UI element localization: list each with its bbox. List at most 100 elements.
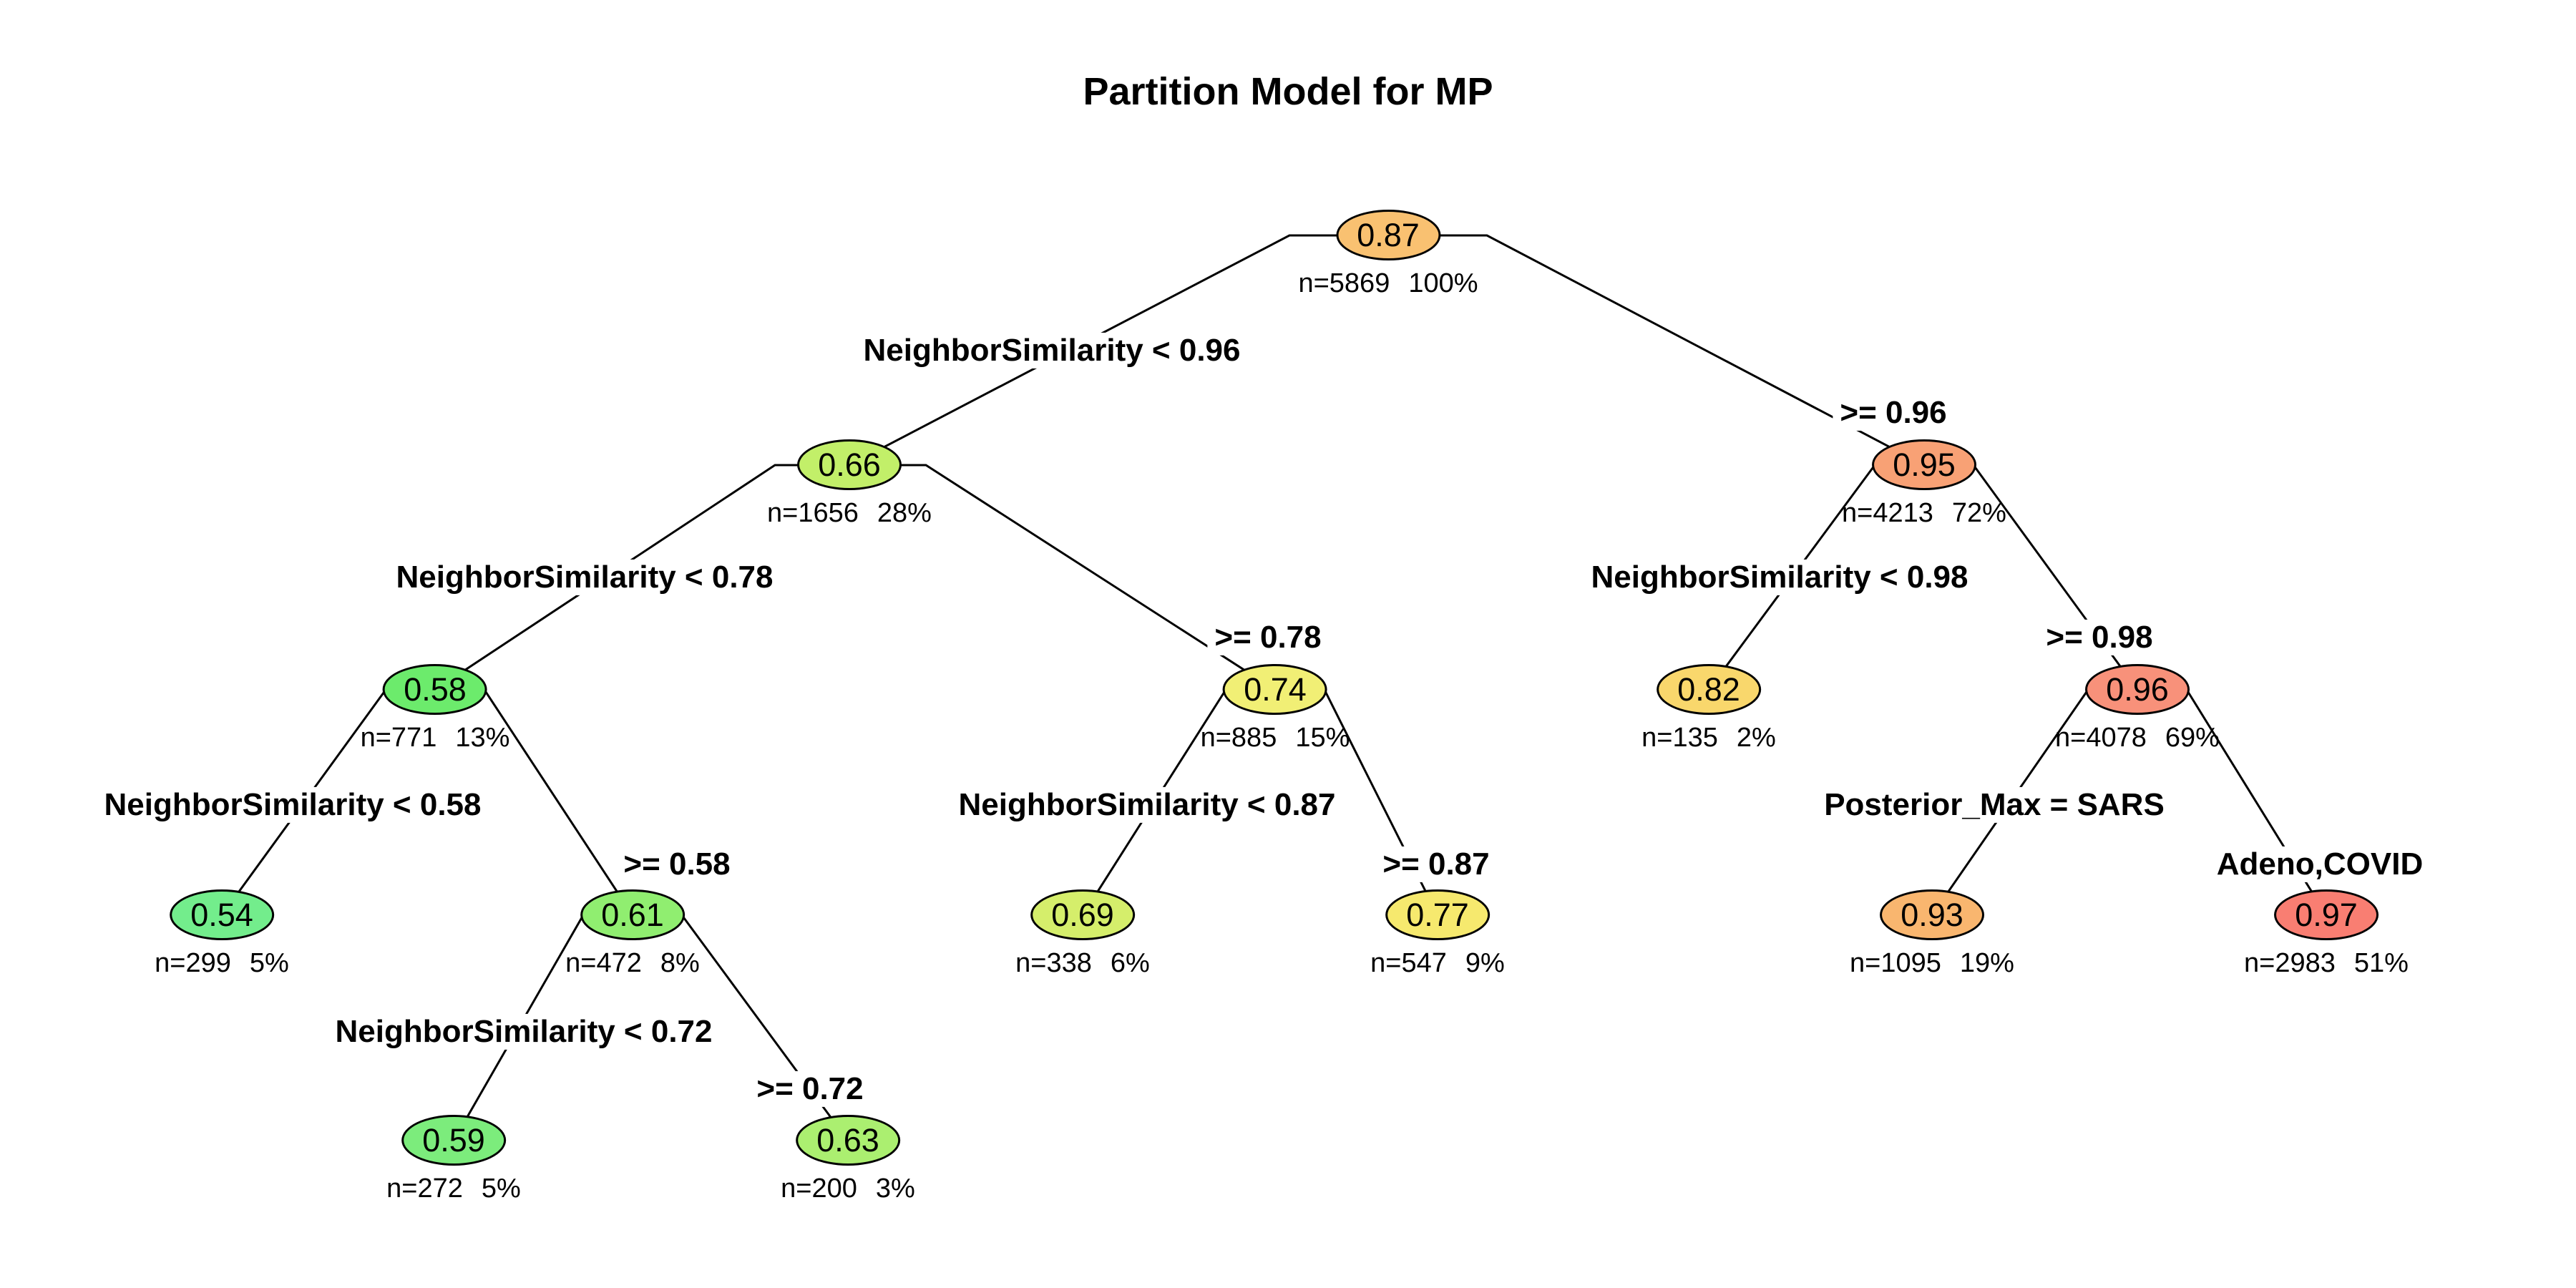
node-count-label: n=771 13%	[361, 723, 510, 753]
tree-node-leaf: 0.97 n=2983 51%	[2244, 889, 2409, 979]
node-n: n=200	[781, 1174, 857, 1204]
node-value: 0.58	[404, 671, 467, 708]
node-count-label: n=272 5%	[386, 1174, 521, 1204]
split-label: Posterior_Max = SARS	[1817, 786, 2172, 824]
split-label: Adeno,COVID	[2209, 846, 2431, 883]
node-n: n=1656	[767, 498, 859, 528]
tree-node-leaf: 0.69 n=338 6%	[1015, 889, 1150, 979]
node-n: n=299	[155, 948, 231, 978]
tree-node: 0.74 n=885 15%	[1201, 664, 1350, 753]
node-value: 0.93	[1901, 897, 1963, 933]
node-count-label: n=5869 100%	[1298, 268, 1478, 299]
node-ellipse: 0.93	[1880, 889, 1984, 940]
node-count-label: n=1095 19%	[1850, 948, 2014, 979]
split-label: >= 0.98	[2039, 619, 2160, 656]
node-value: 0.69	[1051, 897, 1114, 933]
node-value: 0.87	[1357, 217, 1420, 253]
tree-node-leaf: 0.63 n=200 3%	[781, 1115, 915, 1204]
tree-node: 0.61 n=472 8%	[565, 889, 700, 979]
node-value: 0.54	[190, 897, 253, 933]
node-ellipse: 0.69	[1030, 889, 1135, 940]
node-n: n=1095	[1850, 948, 1941, 978]
node-value: 0.59	[422, 1122, 485, 1158]
node-n: n=135	[1641, 723, 1718, 753]
split-label: NeighborSimilarity < 0.72	[328, 1013, 720, 1050]
tree-node: 0.58 n=771 13%	[361, 664, 510, 753]
node-n: n=472	[565, 948, 642, 978]
node-pct: 3%	[875, 1174, 915, 1204]
split-label: >= 0.96	[1833, 394, 1954, 431]
node-pct: 8%	[660, 948, 700, 978]
node-count-label: n=885 15%	[1201, 723, 1350, 753]
node-pct: 6%	[1110, 948, 1150, 978]
split-label: NeighborSimilarity < 0.87	[951, 786, 1343, 824]
node-n: n=885	[1200, 723, 1277, 753]
split-label: NeighborSimilarity < 0.58	[97, 786, 489, 824]
node-count-label: n=338 6%	[1015, 948, 1150, 979]
node-n: n=272	[386, 1174, 463, 1204]
tree-node-leaf: 0.77 n=547 9%	[1370, 889, 1505, 979]
tree-node: 0.96 n=4078 69%	[2055, 664, 2220, 753]
node-pct: 13%	[455, 723, 510, 753]
node-pct: 2%	[1736, 723, 1776, 753]
split-label: >= 0.87	[1375, 846, 1497, 883]
split-label: >= 0.78	[1207, 619, 1329, 656]
node-n: n=5869	[1298, 268, 1390, 298]
split-label: NeighborSimilarity < 0.98	[1584, 559, 1976, 596]
split-label: NeighborSimilarity < 0.96	[856, 332, 1248, 369]
node-value: 0.66	[818, 447, 881, 483]
tree-node-leaf: 0.59 n=272 5%	[386, 1115, 521, 1204]
node-ellipse: 0.54	[170, 889, 274, 940]
node-pct: 100%	[1408, 268, 1478, 298]
split-label: NeighborSimilarity < 0.78	[389, 559, 781, 596]
split-label: >= 0.58	[616, 846, 738, 883]
node-n: n=4078	[2055, 723, 2147, 753]
node-n: n=547	[1370, 948, 1447, 978]
node-count-label: n=547 9%	[1370, 948, 1505, 979]
node-pct: 5%	[481, 1174, 521, 1204]
tree-node: 0.95 n=4213 72%	[1842, 439, 2006, 529]
node-count-label: n=1656 28%	[767, 498, 932, 529]
node-pct: 51%	[2353, 948, 2409, 978]
tree-node-root: 0.87 n=5869 100%	[1298, 210, 1478, 299]
node-count-label: n=299 5%	[155, 948, 289, 979]
tree-node-leaf: 0.54 n=299 5%	[155, 889, 289, 979]
node-n: n=771	[360, 723, 437, 753]
node-ellipse: 0.82	[1657, 664, 1761, 715]
node-count-label: n=200 3%	[781, 1174, 915, 1204]
node-ellipse: 0.77	[1385, 889, 1490, 940]
node-value: 0.95	[1893, 447, 1956, 483]
node-value: 0.96	[2106, 671, 2169, 708]
node-pct: 19%	[1959, 948, 2014, 978]
node-n: n=4213	[1842, 498, 1933, 528]
node-pct: 5%	[249, 948, 289, 978]
node-pct: 28%	[877, 498, 932, 528]
node-ellipse: 0.95	[1872, 439, 1976, 490]
node-pct: 9%	[1465, 948, 1505, 978]
node-count-label: n=472 8%	[565, 948, 700, 979]
node-pct: 15%	[1295, 723, 1350, 753]
node-ellipse: 0.63	[796, 1115, 900, 1166]
tree-node: 0.82 n=135 2%	[1641, 664, 1776, 753]
node-value: 0.97	[2295, 897, 2358, 933]
node-ellipse: 0.97	[2274, 889, 2379, 940]
node-ellipse: 0.74	[1222, 664, 1327, 715]
node-value: 0.74	[1244, 671, 1307, 708]
node-value: 0.61	[601, 897, 664, 933]
chart-title: Partition Model for MP	[1083, 70, 1493, 113]
node-value: 0.77	[1406, 897, 1469, 933]
node-count-label: n=4213 72%	[1842, 498, 2006, 529]
node-ellipse: 0.66	[797, 439, 902, 490]
node-ellipse: 0.96	[2085, 664, 2190, 715]
node-ellipse: 0.58	[382, 664, 487, 715]
node-value: 0.63	[816, 1122, 879, 1158]
node-n: n=338	[1015, 948, 1092, 978]
node-count-label: n=2983 51%	[2244, 948, 2409, 979]
tree-node-leaf: 0.93 n=1095 19%	[1850, 889, 2014, 979]
node-pct: 72%	[1951, 498, 2006, 528]
node-ellipse: 0.87	[1335, 210, 1440, 260]
node-n: n=2983	[2244, 948, 2336, 978]
split-label: >= 0.72	[749, 1070, 871, 1108]
node-value: 0.82	[1677, 671, 1740, 708]
